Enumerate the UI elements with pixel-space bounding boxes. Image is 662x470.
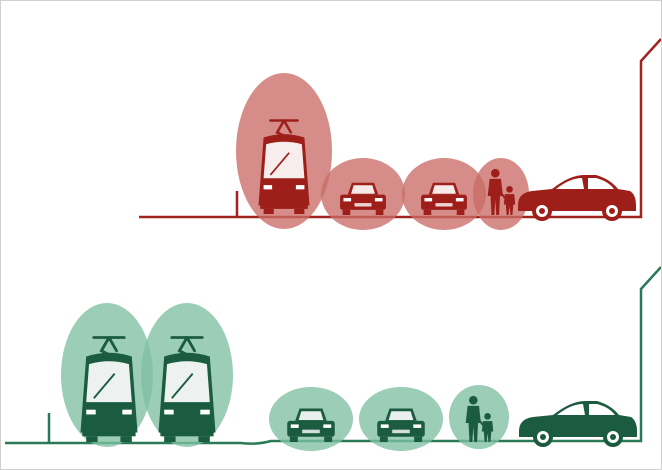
pedestrian-icon bbox=[449, 385, 509, 449]
section-current bbox=[139, 39, 661, 230]
car-front-icon bbox=[359, 387, 443, 451]
car-side-icon bbox=[518, 175, 636, 221]
tram-icon bbox=[236, 73, 332, 229]
car-front-icon bbox=[269, 387, 353, 451]
car-front-icon bbox=[321, 158, 405, 230]
tram-icon bbox=[61, 303, 153, 447]
pedestrian-icon bbox=[473, 158, 529, 230]
tram-icon bbox=[141, 303, 233, 447]
section-proposed bbox=[5, 267, 661, 451]
